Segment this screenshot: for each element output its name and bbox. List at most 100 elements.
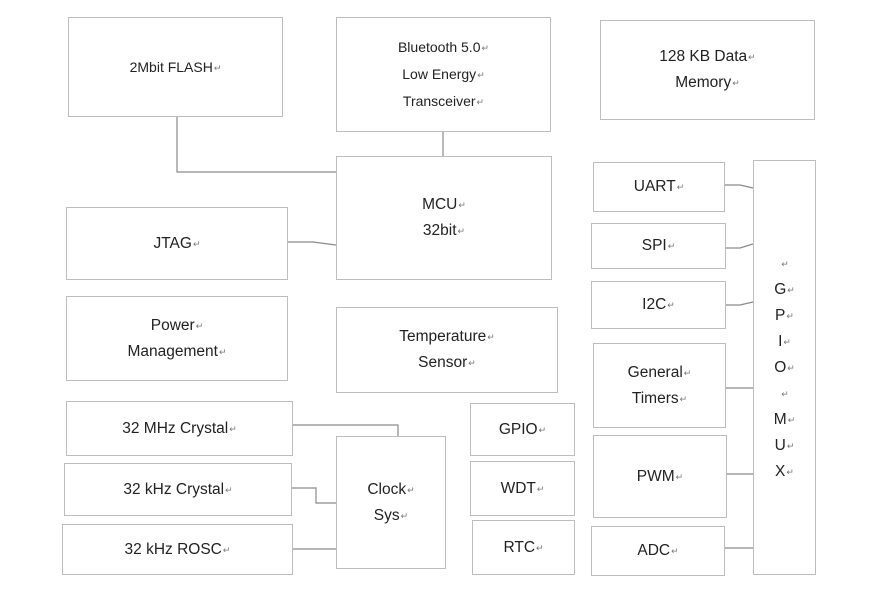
general-timers-label-line: General↵ bbox=[628, 360, 692, 386]
label-text: Bluetooth 5.0 bbox=[397, 39, 481, 55]
paragraph-mark-icon: ↵ bbox=[407, 484, 415, 495]
bluetooth-label-line: Bluetooth 5.0↵ bbox=[398, 34, 489, 61]
connector-32khz-clock bbox=[292, 487, 336, 504]
label-text: 32 kHz ROSC bbox=[124, 540, 222, 558]
gpio-mux-label-line: P↵ bbox=[775, 303, 794, 329]
i2c-label-line: I2C↵ bbox=[642, 292, 675, 318]
paragraph-mark-icon: ↵ bbox=[786, 466, 794, 477]
label-text: SPI bbox=[641, 237, 667, 254]
label-text: X bbox=[775, 462, 786, 480]
pwm-block: PWM↵ bbox=[593, 435, 727, 518]
label-text: Transceiver bbox=[402, 93, 476, 109]
gpio-mux-label-line: ↵ bbox=[780, 251, 789, 277]
label-text: Memory bbox=[675, 74, 732, 91]
paragraph-mark-icon: ↵ bbox=[783, 336, 791, 347]
paragraph-mark-icon: ↵ bbox=[192, 238, 201, 249]
clock-sys-label-line: Clock↵ bbox=[367, 477, 414, 503]
gpio-label-line: GPIO↵ bbox=[499, 417, 546, 443]
connector-uart-mux bbox=[725, 184, 754, 189]
label-text: Timers bbox=[631, 389, 679, 407]
paragraph-mark-icon: ↵ bbox=[225, 484, 233, 495]
bluetooth-label-line: Transceiver↵ bbox=[403, 88, 484, 115]
rosc-32khz-label-line: 32 kHz ROSC↵ bbox=[125, 537, 231, 563]
gpio-mux-label-line: I↵ bbox=[778, 329, 791, 355]
general-timers-block: General↵Timers↵ bbox=[593, 343, 726, 428]
adc-label-line: ADC↵ bbox=[637, 538, 678, 564]
bluetooth-block: Bluetooth 5.0↵Low Energy↵Transceiver↵ bbox=[336, 17, 551, 132]
label-text: WDT bbox=[500, 479, 536, 497]
pwm-label-line: PWM↵ bbox=[637, 464, 683, 490]
label-text: PWM bbox=[636, 467, 675, 485]
connector-jtag-mcu bbox=[288, 241, 337, 246]
paragraph-mark-icon: ↵ bbox=[476, 97, 485, 107]
label-text: P bbox=[775, 306, 786, 324]
temperature-sensor-block: Temperature↵Sensor↵ bbox=[336, 307, 558, 393]
gpio-mux-label-line: U↵ bbox=[775, 433, 795, 459]
paragraph-mark-icon: ↵ bbox=[786, 310, 794, 321]
label-text: Low Energy bbox=[402, 66, 477, 82]
gpio-mux-label-line: X↵ bbox=[775, 459, 794, 485]
data-memory-block: 128 KB Data↵Memory↵ bbox=[600, 20, 815, 120]
data-memory-label-line: Memory↵ bbox=[675, 70, 740, 96]
jtag-block: JTAG↵ bbox=[66, 207, 288, 280]
paragraph-mark-icon: ↵ bbox=[748, 52, 756, 62]
flash-label-line: 2Mbit FLASH↵ bbox=[130, 54, 222, 81]
wdt-block: WDT↵ bbox=[470, 461, 575, 516]
gpio-mux-label-line: ↵ bbox=[780, 381, 789, 407]
crystal-32khz-block: 32 kHz Crystal↵ bbox=[64, 463, 292, 516]
bluetooth-label-line: Low Energy↵ bbox=[402, 61, 484, 88]
uart-block: UART↵ bbox=[593, 162, 725, 212]
paragraph-mark-icon: ↵ bbox=[457, 226, 466, 236]
spi-label-line: SPI↵ bbox=[642, 233, 676, 259]
label-text: U bbox=[774, 436, 786, 454]
label-text: RTC bbox=[503, 538, 536, 556]
label-text: 32bit bbox=[422, 222, 457, 239]
label-text: Temperature bbox=[399, 328, 487, 345]
rosc-32khz-block: 32 kHz ROSC↵ bbox=[62, 524, 293, 575]
gpio-mux-label-line: O↵ bbox=[774, 355, 795, 381]
paragraph-mark-icon: ↵ bbox=[787, 414, 796, 425]
label-text: MCU bbox=[422, 196, 458, 213]
gpio-block: GPIO↵ bbox=[470, 403, 575, 456]
label-text: Sensor bbox=[418, 354, 468, 371]
paragraph-mark-icon: ↵ bbox=[781, 388, 789, 399]
paragraph-mark-icon: ↵ bbox=[458, 200, 466, 210]
paragraph-mark-icon: ↵ bbox=[676, 182, 685, 192]
paragraph-mark-icon: ↵ bbox=[787, 362, 795, 373]
paragraph-mark-icon: ↵ bbox=[732, 78, 740, 88]
connector-32mhz-clock bbox=[293, 424, 399, 436]
temperature-label-line: Temperature↵ bbox=[399, 324, 495, 350]
jtag-label-line: JTAG↵ bbox=[153, 231, 200, 257]
paragraph-mark-icon: ↵ bbox=[195, 320, 204, 331]
label-text: 32 kHz Crystal bbox=[123, 480, 225, 498]
power-label-line: Power↵ bbox=[151, 313, 203, 339]
paragraph-mark-icon: ↵ bbox=[679, 393, 688, 404]
paragraph-mark-icon: ↵ bbox=[675, 471, 684, 482]
label-text: GPIO bbox=[498, 420, 538, 438]
clock-sys-block: Clock↵Sys↵ bbox=[336, 436, 446, 569]
gpio-mux-label-line: M↵ bbox=[774, 407, 795, 433]
label-text: I2C bbox=[642, 296, 667, 313]
adc-block: ADC↵ bbox=[591, 526, 725, 576]
rtc-block: RTC↵ bbox=[472, 520, 575, 575]
general-timers-label-line: Timers↵ bbox=[632, 386, 687, 412]
gpio-mux-block: ↵G↵P↵I↵O↵↵M↵U↵X↵ bbox=[753, 160, 816, 575]
gpio-mux-label-line: G↵ bbox=[774, 277, 795, 303]
uart-label-line: UART↵ bbox=[634, 174, 684, 200]
label-text: 2Mbit FLASH bbox=[129, 58, 213, 75]
paragraph-mark-icon: ↵ bbox=[477, 70, 485, 80]
paragraph-mark-icon: ↵ bbox=[222, 544, 231, 555]
crystal-32khz-label-line: 32 kHz Crystal↵ bbox=[123, 477, 232, 503]
paragraph-mark-icon: ↵ bbox=[786, 440, 795, 451]
label-text: ADC bbox=[637, 542, 671, 559]
label-text: M bbox=[773, 410, 787, 428]
paragraph-mark-icon: ↵ bbox=[667, 300, 675, 310]
connector-spi-mux bbox=[726, 243, 754, 249]
label-text: 32 MHz Crystal bbox=[122, 419, 229, 437]
connector-i2c-mux bbox=[726, 301, 754, 306]
label-text: 128 KB Data bbox=[659, 48, 748, 65]
wdt-label-line: WDT↵ bbox=[501, 476, 545, 502]
label-text: I bbox=[778, 332, 783, 350]
